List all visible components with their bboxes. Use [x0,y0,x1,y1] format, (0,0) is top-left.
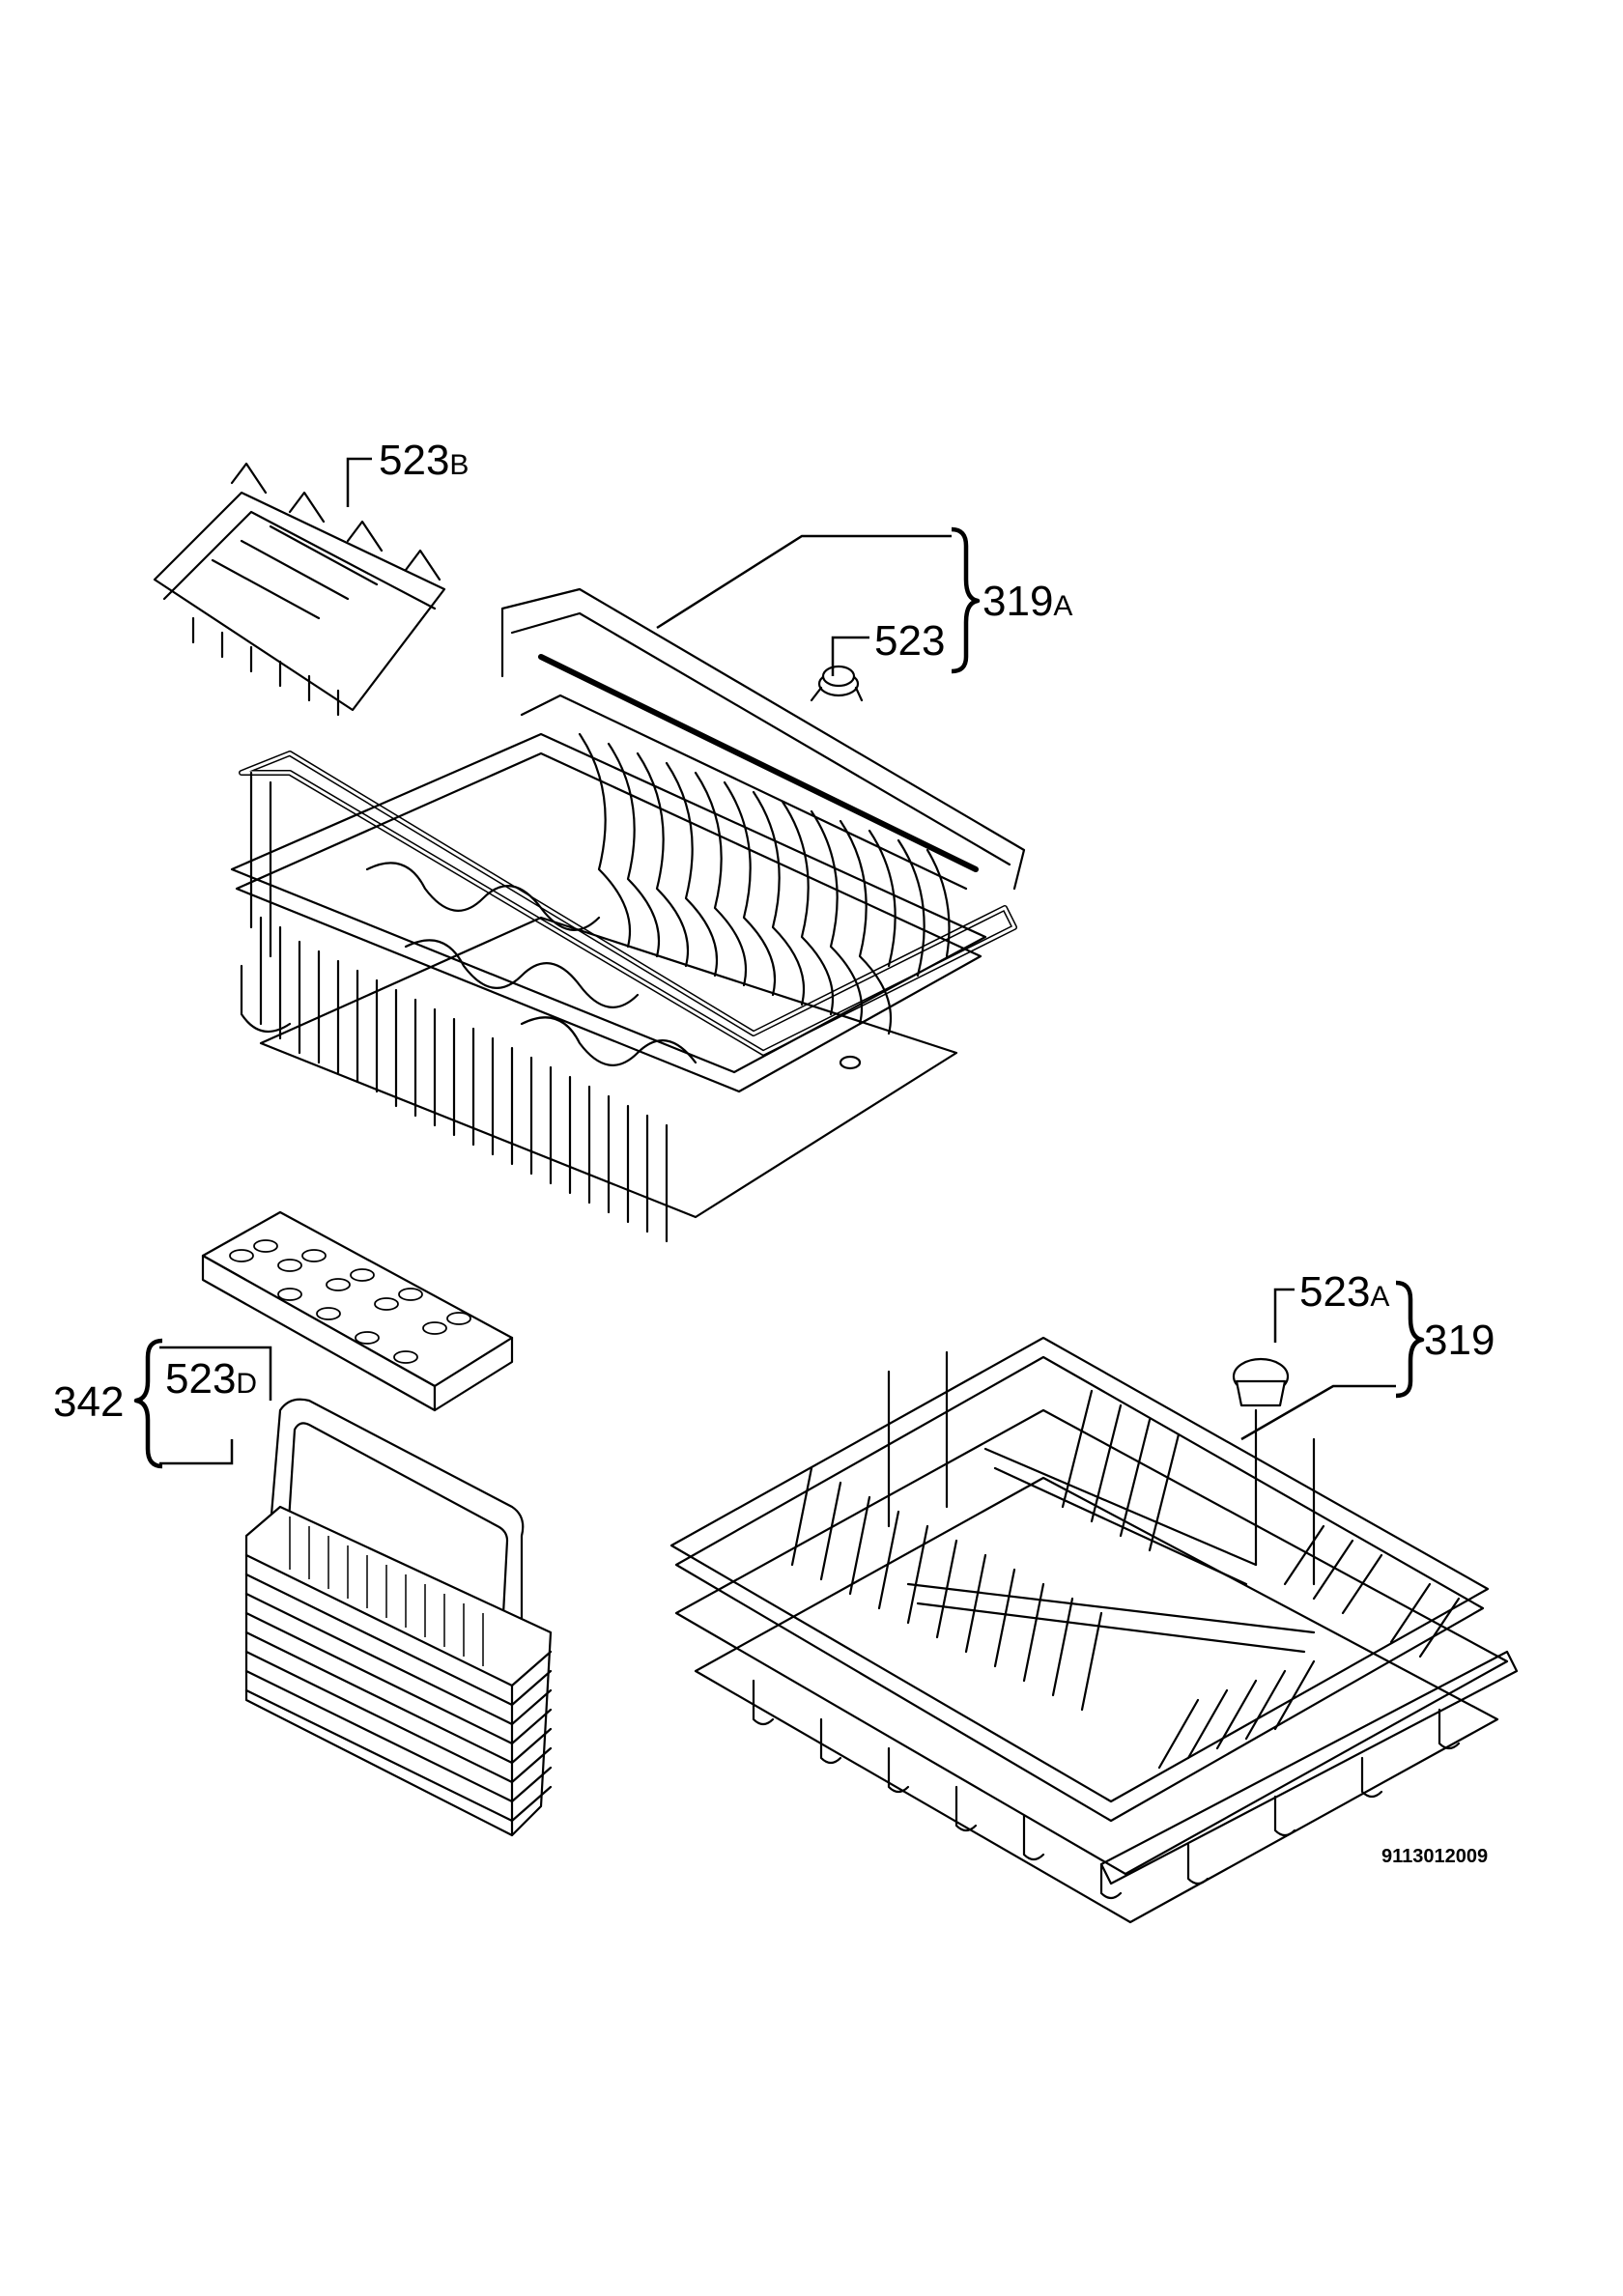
callout-lower-wheel: 523A [1299,1268,1389,1316]
cutlery-basket-drawing [244,1398,553,1837]
callout-cutlery-set: 342 [53,1378,124,1426]
cutlery-lid-drawing [201,1210,514,1412]
wheel-523-drawing [810,665,864,702]
leader-lines [159,457,1396,1465]
callout-cutlery-lid: 523D [165,1355,257,1403]
braces [133,526,1425,1469]
diagram-code: 9113012009 [1381,1846,1488,1867]
callout-upper-wheel: 523 [874,617,945,665]
callout-upper-basket: 319A [982,578,1072,625]
lower-basket-drawing [669,1336,1519,1924]
cup-rack-drawing [153,462,446,717]
callout-cup-rack: 523B [379,437,469,484]
callout-lower-basket: 319 [1424,1317,1495,1364]
wheel-523a-drawing [1232,1357,1290,1407]
upper-basket-drawing [230,587,1026,1243]
